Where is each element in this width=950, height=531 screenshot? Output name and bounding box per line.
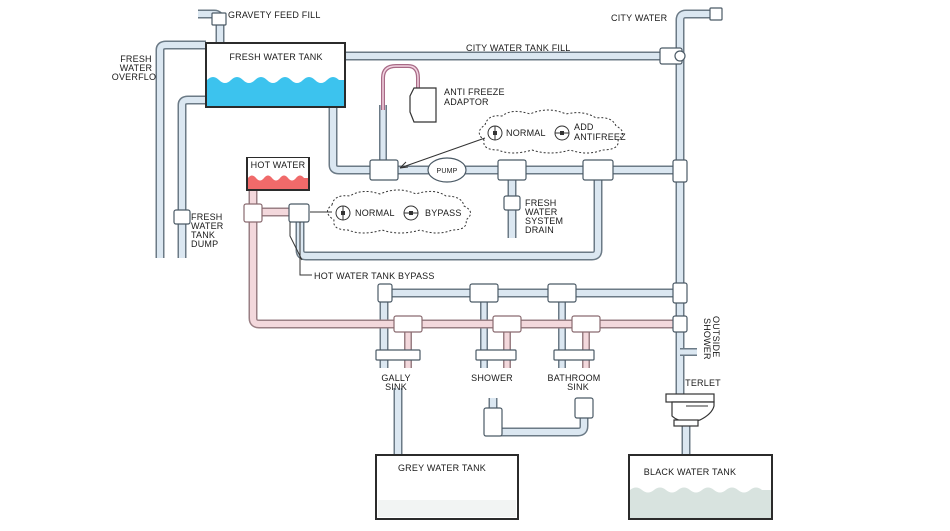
pipe-fittings (173, 7, 723, 437)
add-antifreeze-label-2: ANTIFREEZ (574, 132, 626, 142)
gally-sink-label-1: GALLY (381, 373, 410, 383)
hot-water-label: HOT WATER (251, 160, 306, 170)
add-antifreeze-label-1: ADD (574, 122, 594, 132)
fresh-water-tank-label: FRESH WATER TANK (229, 52, 322, 62)
bypass-normal-label: NORMAL (355, 208, 395, 218)
fresh-water-tank-dump-label-3: TANK (191, 230, 215, 240)
gally-sink-label-2: SINK (385, 382, 407, 392)
outside-shower-label-1: OUTSIDE (711, 316, 721, 357)
system-drain-label-1: FRESH (525, 198, 557, 208)
fresh-water-tank-dump-label-2: WATER (191, 221, 224, 231)
black-water-tank-label: BLACK WATER TANK (644, 467, 736, 477)
bypass-leader-line (299, 222, 312, 276)
diagram-labels: GRAVETY FEED FILL CITY WATER CITY WATER … (112, 10, 721, 392)
bypass-label: BYPASS (425, 208, 462, 218)
grey-water-tank: GREY WATER TANK (375, 454, 519, 520)
gravity-feed-fill-label: GRAVETY FEED FILL (228, 10, 321, 20)
pump: PUMP (427, 157, 467, 183)
terlet-label: TERLET (685, 378, 721, 388)
bathroom-sink-label-1: BATHROOM (548, 373, 601, 383)
toilet (665, 393, 715, 427)
fresh-water-tank-dump-label-4: DUMP (191, 239, 218, 249)
fresh-water-overflow-label-3: OVERFLO (112, 72, 156, 82)
fresh-water-overflow-label-2: WATER (120, 63, 153, 73)
bathroom-sink-label-2: SINK (567, 382, 589, 392)
antifreeze-normal-label: NORMAL (506, 128, 546, 138)
hot-water-tank-bypass-label: HOT WATER TANK BYPASS (314, 271, 435, 281)
anti-freeze-adaptor-label-1: ANTI FREEZE (444, 87, 505, 97)
city-water-label: CITY WATER (611, 13, 668, 23)
antifreeze-valve-callout: NORMAL ADD ANTIFREEZ (399, 109, 626, 169)
system-drain-label-4: DRAIN (525, 225, 554, 235)
black-water-tank: BLACK WATER TANK (628, 454, 773, 520)
bypass-valve-callout: NORMAL BYPASS (310, 189, 471, 234)
outside-shower-label-2: SHOWER (702, 318, 712, 360)
fresh-water-overflow-label-1: FRESH (120, 54, 152, 64)
fresh-water-tank-dump-label-1: FRESH (191, 212, 223, 222)
shower-label: SHOWER (471, 373, 513, 383)
anti-freeze-adaptor-label-2: ADAPTOR (444, 97, 489, 107)
system-drain-label-3: SYSTEM (525, 216, 563, 226)
city-water-tank-fill-label: CITY WATER TANK FILL (466, 43, 571, 53)
grey-water-tank-label: GREY WATER TANK (398, 463, 486, 473)
anti-freeze-adaptor (381, 64, 437, 123)
fresh-water-tank: FRESH WATER TANK (205, 42, 346, 108)
hot-water-tank: HOT WATER (246, 157, 310, 191)
pump-label: PUMP (436, 168, 457, 175)
system-drain-label-2: WATER (525, 207, 558, 217)
